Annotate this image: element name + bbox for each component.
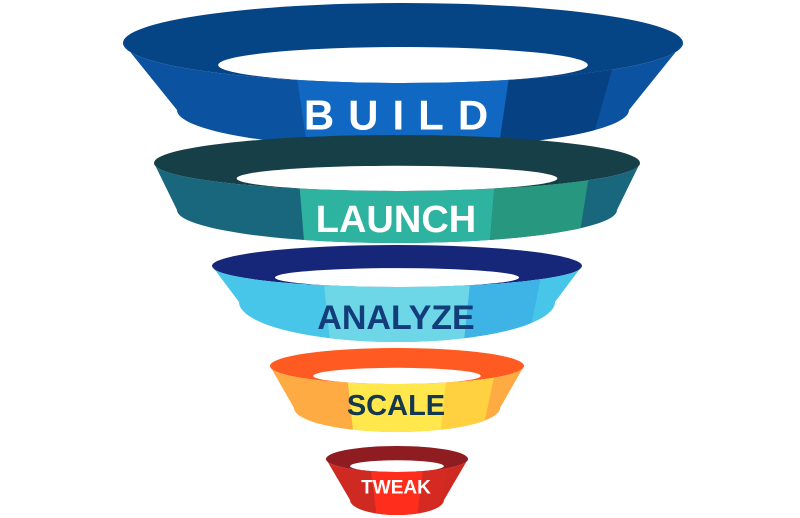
stage-label-launch: LAUNCH [316,199,476,241]
funnel-stage-build [123,3,683,148]
funnel-stage-scale [270,348,524,432]
stage-opening [274,268,520,287]
stage-label-scale: SCALE [347,390,445,422]
stage-opening [236,165,558,191]
stage-label-build: BUILD [304,92,502,139]
stage-opening [350,460,444,472]
stage-label-analyze: ANALYZE [317,299,474,337]
funnel-stage-analyze [212,245,582,342]
funnel-stage-tweak [326,446,468,515]
stage-opening [313,367,481,384]
stage-right-panel [489,163,597,243]
stage-opening [218,47,588,83]
funnel-stage-launch [154,135,640,243]
stage-label-tweak: TWEAK [361,478,431,499]
